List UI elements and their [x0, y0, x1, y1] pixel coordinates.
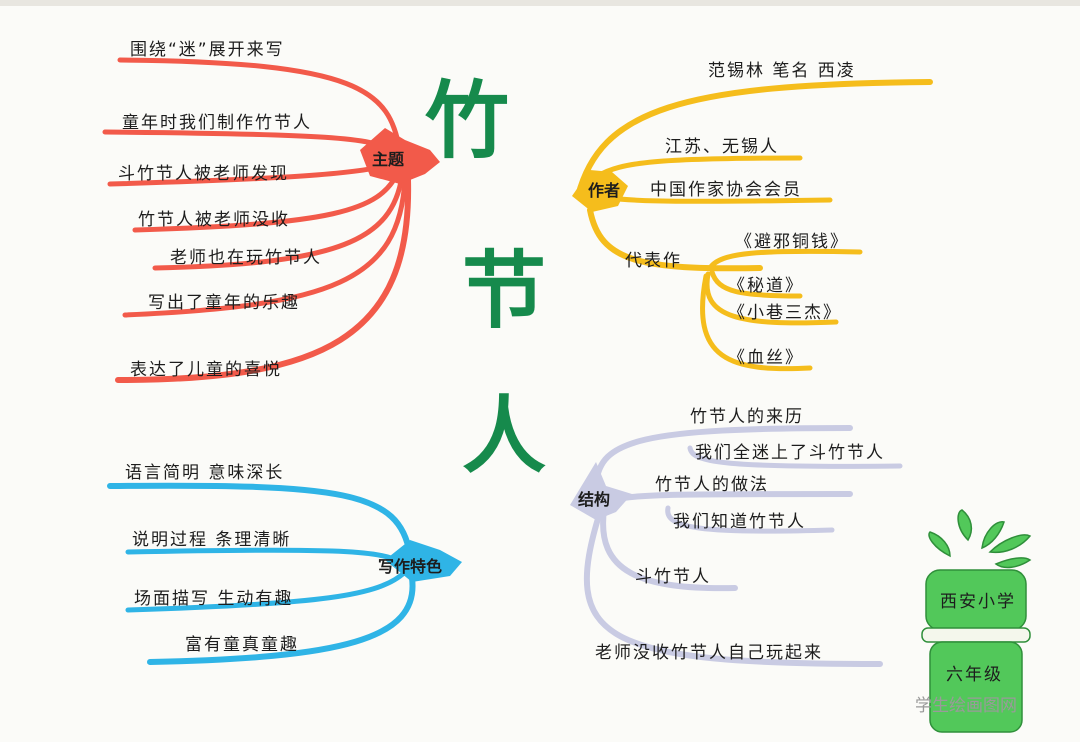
- theme-item-1: 围绕“迷”展开来写: [130, 40, 285, 60]
- structure-line-3: [600, 507, 738, 592]
- author-line-1: [595, 155, 803, 179]
- structure-hub-shape: [570, 462, 632, 520]
- badge-band: [921, 627, 1031, 643]
- badge-top-text: 西安小学: [940, 592, 1016, 612]
- works-line-3: [704, 271, 839, 326]
- author-branch: [575, 79, 933, 372]
- watermark: 学生绘画图网: [915, 696, 1017, 716]
- structure-line-2a: [665, 505, 835, 534]
- author-line-2: [607, 195, 833, 204]
- works-line-4: [700, 273, 813, 372]
- style-line-2: [125, 547, 403, 565]
- author-line-works: [587, 207, 763, 272]
- style-item-2: 说明过程 条理清晰: [132, 530, 291, 550]
- title-char-1: 竹: [425, 72, 509, 170]
- author-item-1: 江苏、无锡人: [665, 137, 779, 157]
- structure-line-4: [584, 509, 883, 667]
- style-line-1: [107, 482, 413, 558]
- style-item-1: 语言简明 意味深长: [125, 463, 284, 483]
- theme-item-5: 老师也在玩竹节人: [170, 248, 322, 268]
- author-hub-label: 作者: [588, 181, 620, 200]
- theme-item-4: 竹节人被老师没收: [138, 210, 290, 230]
- structure-group2-item: 我们知道竹节人: [673, 512, 806, 532]
- theme-line-1: [117, 57, 403, 155]
- theme-item-6: 写出了童年的乐趣: [148, 293, 300, 313]
- style-line-4: [147, 575, 416, 665]
- structure-line-1: [593, 425, 853, 487]
- structure-group2-label: 竹节人的做法: [655, 475, 769, 495]
- theme-line-2: [102, 129, 395, 153]
- author-item-2: 中国作家协会会员: [650, 180, 802, 200]
- works-label: 代表作: [625, 251, 682, 271]
- structure-group1-item: 我们全迷上了斗竹节人: [695, 443, 885, 463]
- structure-branch: [584, 425, 903, 667]
- author-name: 范锡林 笔名 西凌: [708, 61, 856, 81]
- theme-line-4: [132, 169, 401, 233]
- structure-item-2: 老师没收竹节人自己玩起来: [595, 643, 823, 663]
- theme-item-2: 童年时我们制作竹节人: [122, 113, 312, 133]
- theme-item-7: 表达了儿童的喜悦: [130, 360, 282, 380]
- bamboo-badge: 西安小学 六年级: [921, 509, 1032, 733]
- author-hub-shape: [572, 170, 628, 212]
- style-line-3: [125, 569, 408, 613]
- title: 竹 节 人: [425, 72, 546, 485]
- paper-edge: [0, 0, 1080, 6]
- theme-item-3: 斗竹节人被老师发现: [118, 164, 289, 184]
- theme-hub-label: 主题: [372, 150, 405, 169]
- work-item-1: 《避邪铜钱》: [735, 232, 849, 252]
- title-char-2: 节: [462, 242, 546, 340]
- bamboo-leaves-icon: [928, 509, 1032, 569]
- work-item-3: 《小巷三杰》: [728, 303, 842, 323]
- structure-item-1: 斗竹节人: [635, 567, 711, 587]
- style-item-4: 富有童真童趣: [185, 635, 299, 655]
- badge-bottom-block: [929, 641, 1023, 733]
- work-item-2: 《秘道》: [728, 276, 804, 296]
- structure-line-1a: [687, 445, 903, 469]
- theme-line-6: [122, 175, 408, 318]
- style-item-3: 场面描写 生动有趣: [134, 589, 293, 609]
- author-line-name: [575, 79, 933, 199]
- badge-bottom-text: 六年级: [946, 665, 1003, 685]
- theme-line-7: [115, 177, 412, 383]
- title-char-3: 人: [462, 387, 546, 485]
- structure-hub-label: 结构: [577, 490, 610, 509]
- style-hub-shape: [385, 540, 462, 582]
- structure-group1-label: 竹节人的来历: [690, 407, 804, 427]
- style-hub-label: 写作特色: [378, 557, 442, 576]
- work-item-4: 《血丝》: [728, 348, 804, 368]
- works-line-2: [709, 269, 803, 299]
- theme-line-5: [152, 173, 405, 271]
- works-line-1: [707, 248, 863, 271]
- theme-hub-shape: [360, 128, 440, 184]
